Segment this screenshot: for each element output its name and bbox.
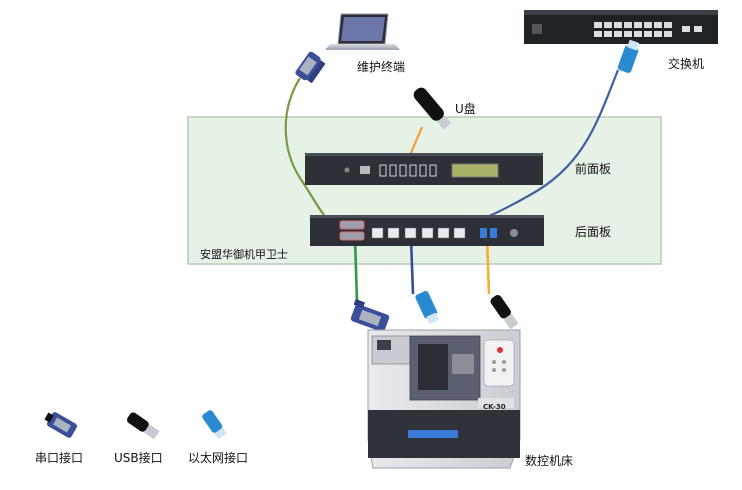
serial-plug-bottom-icon <box>350 298 390 332</box>
usb-plug-bottom-icon <box>490 295 519 330</box>
guard-label: 安盟华御机甲卫士 <box>200 248 288 261</box>
rj45-plug-bottom-icon <box>415 290 439 325</box>
rj45-plug-top-icon <box>617 39 640 73</box>
front-panel-label: 前面板 <box>575 162 612 176</box>
serial-plug-top-icon <box>295 51 326 84</box>
terminal-label: 维护终端 <box>357 60 406 74</box>
legend-ethernet-label: 以太网接口 <box>188 451 249 465</box>
front-panel <box>305 153 543 185</box>
usb-flash-drive-icon <box>413 87 452 130</box>
legend-serial-icon <box>44 412 78 438</box>
usb-disk-label: U盘 <box>455 102 476 116</box>
legend-usb-label: USB接口 <box>114 451 163 465</box>
cnc-label: 数控机床 <box>525 454 574 468</box>
network-switch-icon <box>524 10 718 44</box>
legend-usb-icon <box>127 412 160 440</box>
usb-drop-cable <box>485 237 491 295</box>
switch-label: 交换机 <box>668 57 705 71</box>
legend-rj45-icon <box>202 410 227 440</box>
laptop-icon <box>325 13 400 50</box>
cnc-lathe-icon <box>367 329 521 469</box>
rear-panel-label: 后面板 <box>575 225 612 239</box>
serial-drop-cable <box>353 237 359 303</box>
ethernet-drop-cable <box>409 237 415 295</box>
rear-panel <box>310 215 544 246</box>
cnc-model-label: CK-30 <box>483 403 506 411</box>
legend-serial-label: 串口接口 <box>35 451 84 465</box>
